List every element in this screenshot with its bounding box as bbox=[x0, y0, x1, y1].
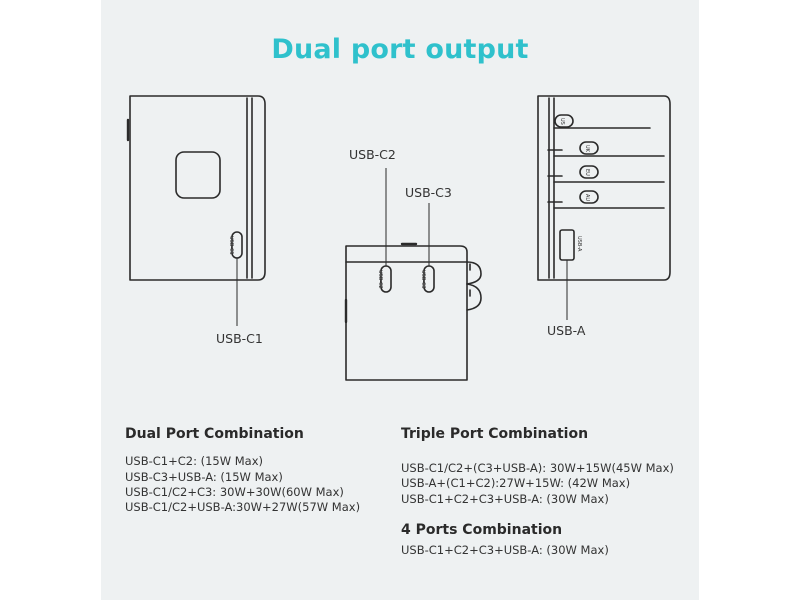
plug-au-icon bbox=[579, 190, 599, 204]
label-usb-c3: USB-C3 bbox=[405, 185, 452, 200]
plug-uk-icon bbox=[579, 141, 599, 155]
dual-line-4: USB-C1/C2+USB-A:30W+27W(57W Max) bbox=[125, 500, 361, 514]
triple-line-1: USB-C1/C2+(C3+USB-A): 30W+15W(45W Max) bbox=[401, 461, 674, 475]
label-usb-a: USB-A bbox=[547, 323, 586, 338]
dual-line-1: USB-C1+C2: (15W Max) bbox=[125, 454, 264, 468]
marking-plug-eu: EU bbox=[584, 169, 590, 176]
marking-plug-uk: UK bbox=[584, 145, 590, 153]
triple-line-3: USB-C1+C2+C3+USB-A: (30W Max) bbox=[401, 492, 609, 506]
four-port-heading: 4 Ports Combination bbox=[401, 522, 563, 538]
background-panel bbox=[101, 0, 699, 600]
label-usb-c2: USB-C2 bbox=[349, 147, 396, 162]
marking-plug-us: US bbox=[559, 118, 565, 125]
four-line-1: USB-C1+C2+C3+USB-A: (30W Max) bbox=[401, 543, 609, 557]
marking-usb-a: USB-A bbox=[576, 236, 582, 252]
plug-eu-icon bbox=[579, 165, 599, 179]
marking-plug-au: AU bbox=[584, 194, 590, 201]
dual-line-3: USB-C1/C2+C3: 30W+30W(60W Max) bbox=[125, 485, 344, 499]
square-button-icon bbox=[175, 151, 221, 199]
dual-line-2: USB-C3+USB-A: (15W Max) bbox=[125, 470, 283, 484]
triple-port-heading: Triple Port Combination bbox=[401, 426, 589, 442]
triple-line-2: USB-A+(C1+C2):27W+15W: (42W Max) bbox=[401, 476, 631, 490]
label-usb-c1: USB-C1 bbox=[216, 331, 263, 346]
marking-usb-c1: USB-C1 bbox=[228, 236, 234, 255]
plug-us-icon bbox=[554, 114, 574, 128]
middle-device-top-view bbox=[344, 242, 482, 381]
left-device-side-view bbox=[126, 95, 266, 281]
usb-a-port-icon bbox=[559, 229, 575, 261]
page-title: Dual port output bbox=[271, 34, 529, 65]
marking-usb-c2: USB-C2 bbox=[377, 270, 383, 289]
marking-usb-c3: USB-C3 bbox=[420, 270, 426, 289]
right-device-side-view bbox=[537, 95, 671, 281]
dual-port-heading: Dual Port Combination bbox=[125, 426, 304, 442]
